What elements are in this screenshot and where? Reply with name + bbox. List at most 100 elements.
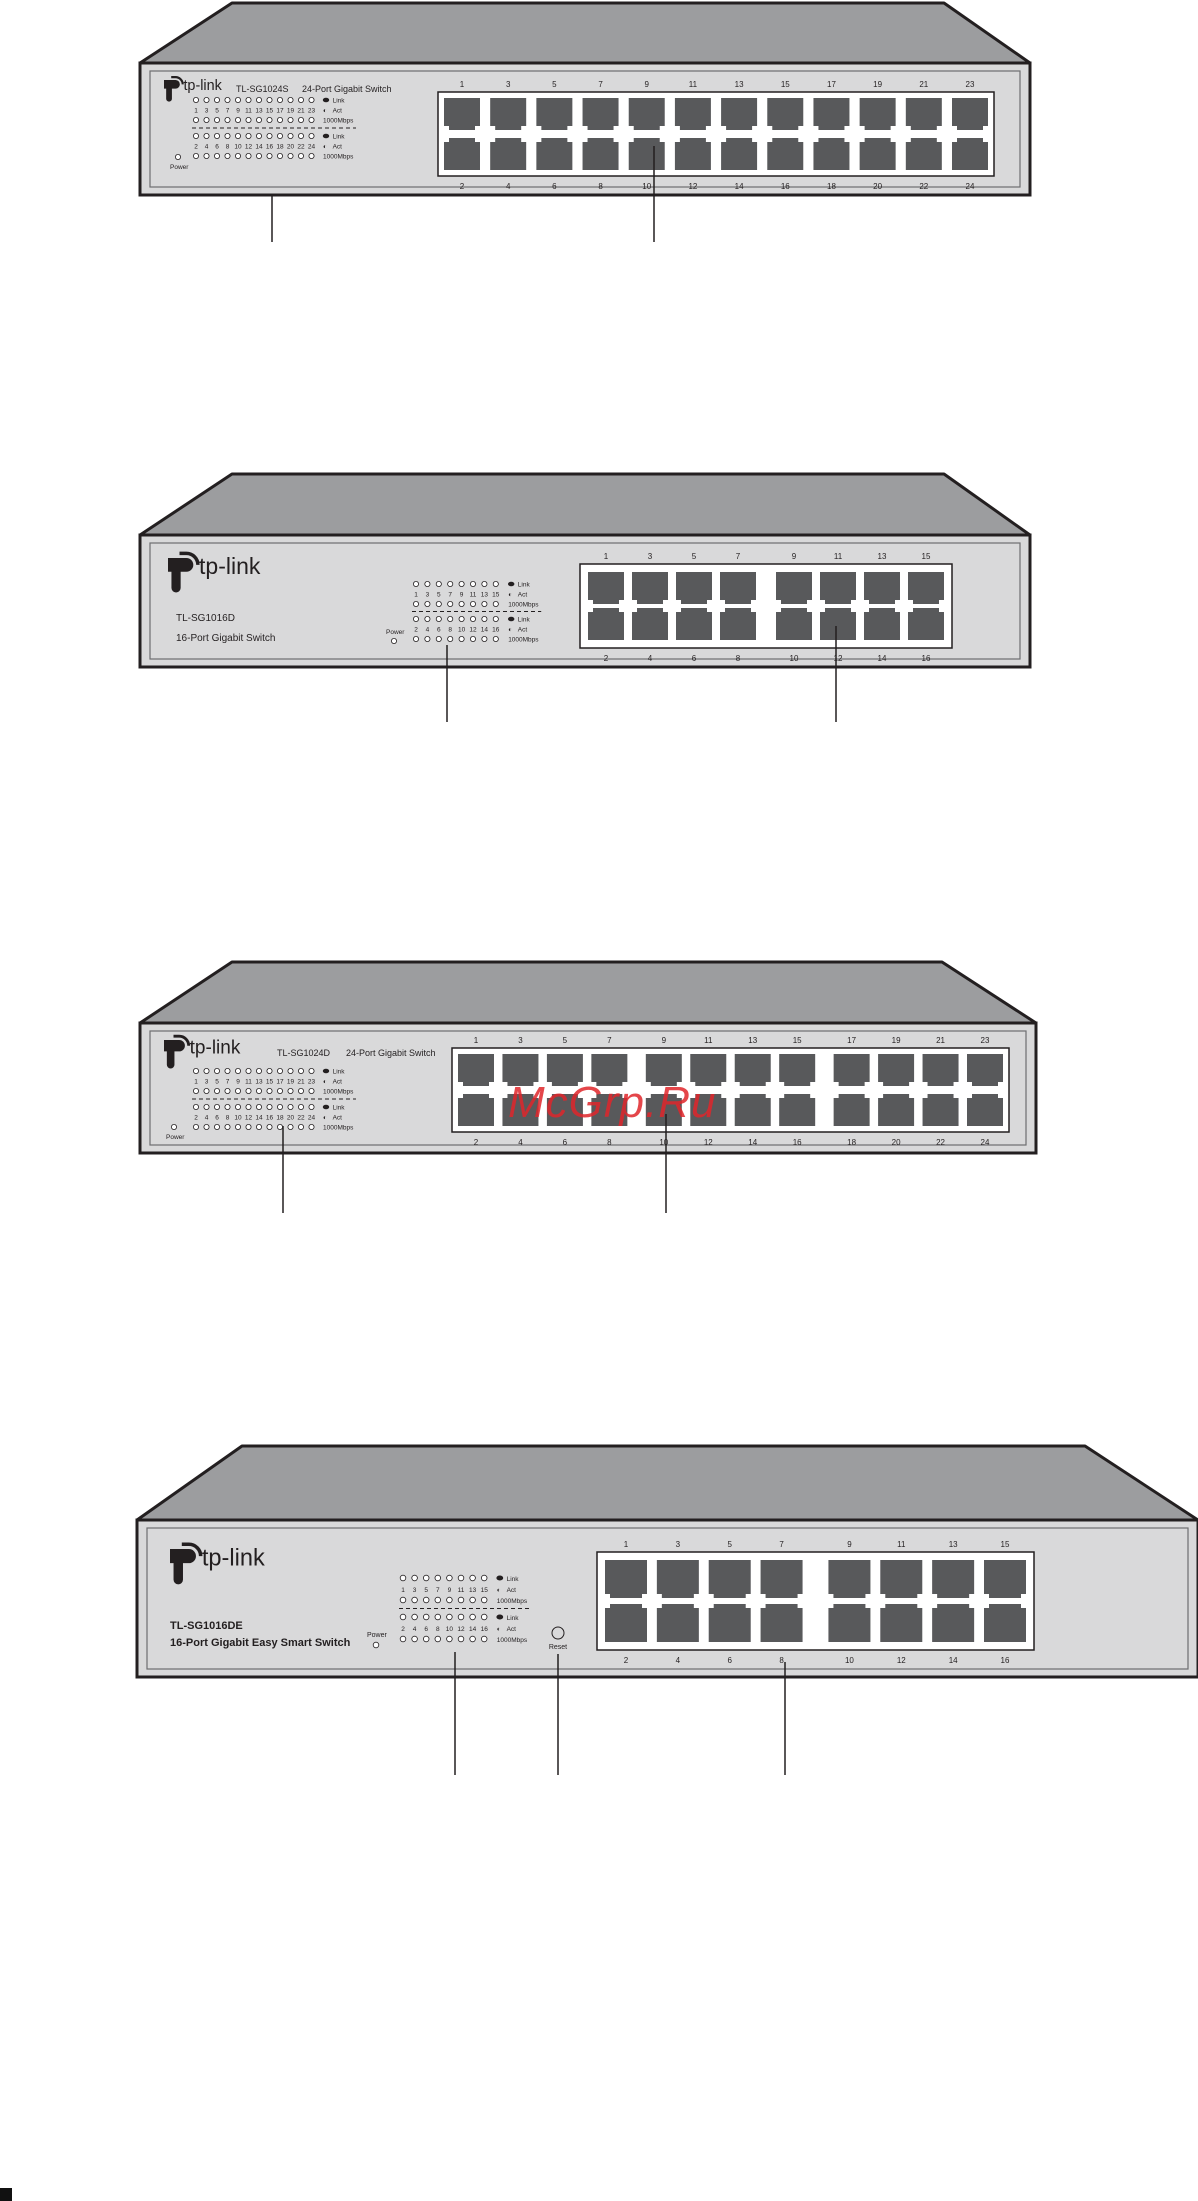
led-port-number: 3 [426,592,430,599]
port-area [437,91,995,177]
link-led-legend-icon [496,1614,504,1620]
status-led [203,97,210,104]
port-number-top: 11 [689,80,698,89]
front-panel-bezel [149,1030,1027,1146]
status-led [457,1635,465,1643]
led-port-number: 23 [308,108,316,115]
rj45-port-odd [833,1054,870,1086]
status-led [469,581,476,588]
rj45-port-even [546,1094,583,1126]
led-port-number: 11 [245,1079,252,1086]
status-led [399,1596,407,1604]
port-number-bottom: 12 [704,1138,713,1147]
legend-act: Act [333,1115,343,1122]
legend-speed: 1000Mbps [508,637,539,644]
status-led [255,1104,262,1111]
page-corner-mark [0,2188,12,2201]
status-led [308,1068,315,1075]
port-number-top: 3 [518,1036,523,1045]
rj45-port-odd [813,98,850,130]
status-led [297,1068,304,1075]
rj45-port-odd [779,1054,816,1086]
model-label: TL-SG1016DE [170,1620,243,1632]
legend-speed: 1000Mbps [323,1125,354,1132]
led-port-number: 3 [205,1079,209,1086]
rj45-port-odd [878,1054,915,1086]
port-number-bottom: 4 [676,1656,681,1665]
rj45-port-even [880,1604,923,1642]
rj45-port-odd [828,1560,871,1598]
rj45-port-even [444,138,480,170]
led-port-number: 6 [437,627,441,634]
status-led [203,1124,210,1131]
rj45-port-odd [628,98,665,130]
led-port-number: 24 [308,1115,316,1122]
led-port-number: 16 [266,144,274,151]
port-number-top: 5 [563,1036,568,1045]
led-port-number: 14 [255,144,263,151]
status-led [469,1635,476,1643]
power-label: Power [367,1632,388,1639]
port-number-top: 21 [936,1036,945,1045]
led-port-number: 4 [426,627,430,634]
status-led [458,601,465,608]
rj45-port-odd [582,98,619,130]
legend-act: Act [518,592,528,599]
rj45-port-even [605,1604,647,1642]
led-port-number: 20 [287,144,295,151]
led-port-number: 15 [266,1079,274,1086]
status-led [245,132,252,139]
status-led [297,117,304,124]
brand-logo-text: tp-link [199,553,261,579]
legend-link: Link [518,617,531,624]
status-led [297,1088,304,1095]
port-number-top: 19 [873,80,882,89]
port-number-top: 11 [834,552,843,561]
led-port-number: 5 [424,1587,428,1594]
led-port-number: 18 [276,144,284,151]
led-port-number: 9 [236,1079,240,1086]
status-led [245,97,252,104]
rj45-port-odd [690,1054,727,1086]
status-led [213,1088,220,1095]
led-port-number: 7 [436,1587,440,1594]
legend-speed: 1000Mbps [323,1089,354,1096]
status-led [435,636,442,643]
power-led [390,638,397,645]
rj45-port-odd [502,1054,539,1086]
legend-link: Link [507,1576,520,1583]
status-led [492,581,499,588]
port-number-bottom: 8 [598,182,603,191]
led-port-number: 7 [448,592,452,599]
rj45-port-even [828,1604,871,1642]
led-port-number: 9 [236,108,240,115]
led-port-number: 1 [401,1587,405,1594]
rj45-port-odd [820,572,856,604]
port-number-bottom: 14 [748,1138,757,1147]
act-led-legend-icon: ◐ [508,592,512,599]
reset-label: Reset [549,1644,567,1651]
led-port-number: 2 [194,1115,198,1122]
port-number-bottom: 8 [736,654,741,663]
rj45-port-even [632,608,668,640]
status-led [458,581,465,588]
status-led [192,1088,199,1095]
status-led [255,1088,262,1095]
rj45-port-odd [767,98,804,130]
status-led [245,1124,252,1131]
led-port-number: 22 [297,1115,305,1122]
port-number-bottom: 16 [793,1138,802,1147]
link-led-legend-icon [322,97,330,103]
rj45-port-even [690,1094,727,1126]
rj45-port-odd [546,1054,583,1086]
status-led [457,1613,465,1621]
status-led [297,1104,304,1111]
rj45-port-even [932,1604,975,1642]
status-led [276,117,283,124]
port-number-top: 1 [604,552,609,561]
led-port-number: 18 [276,1115,284,1122]
status-led [423,1635,430,1643]
legend-link: Link [333,1069,346,1076]
rj45-port-odd [676,572,712,604]
rj45-port-odd [708,1560,751,1598]
